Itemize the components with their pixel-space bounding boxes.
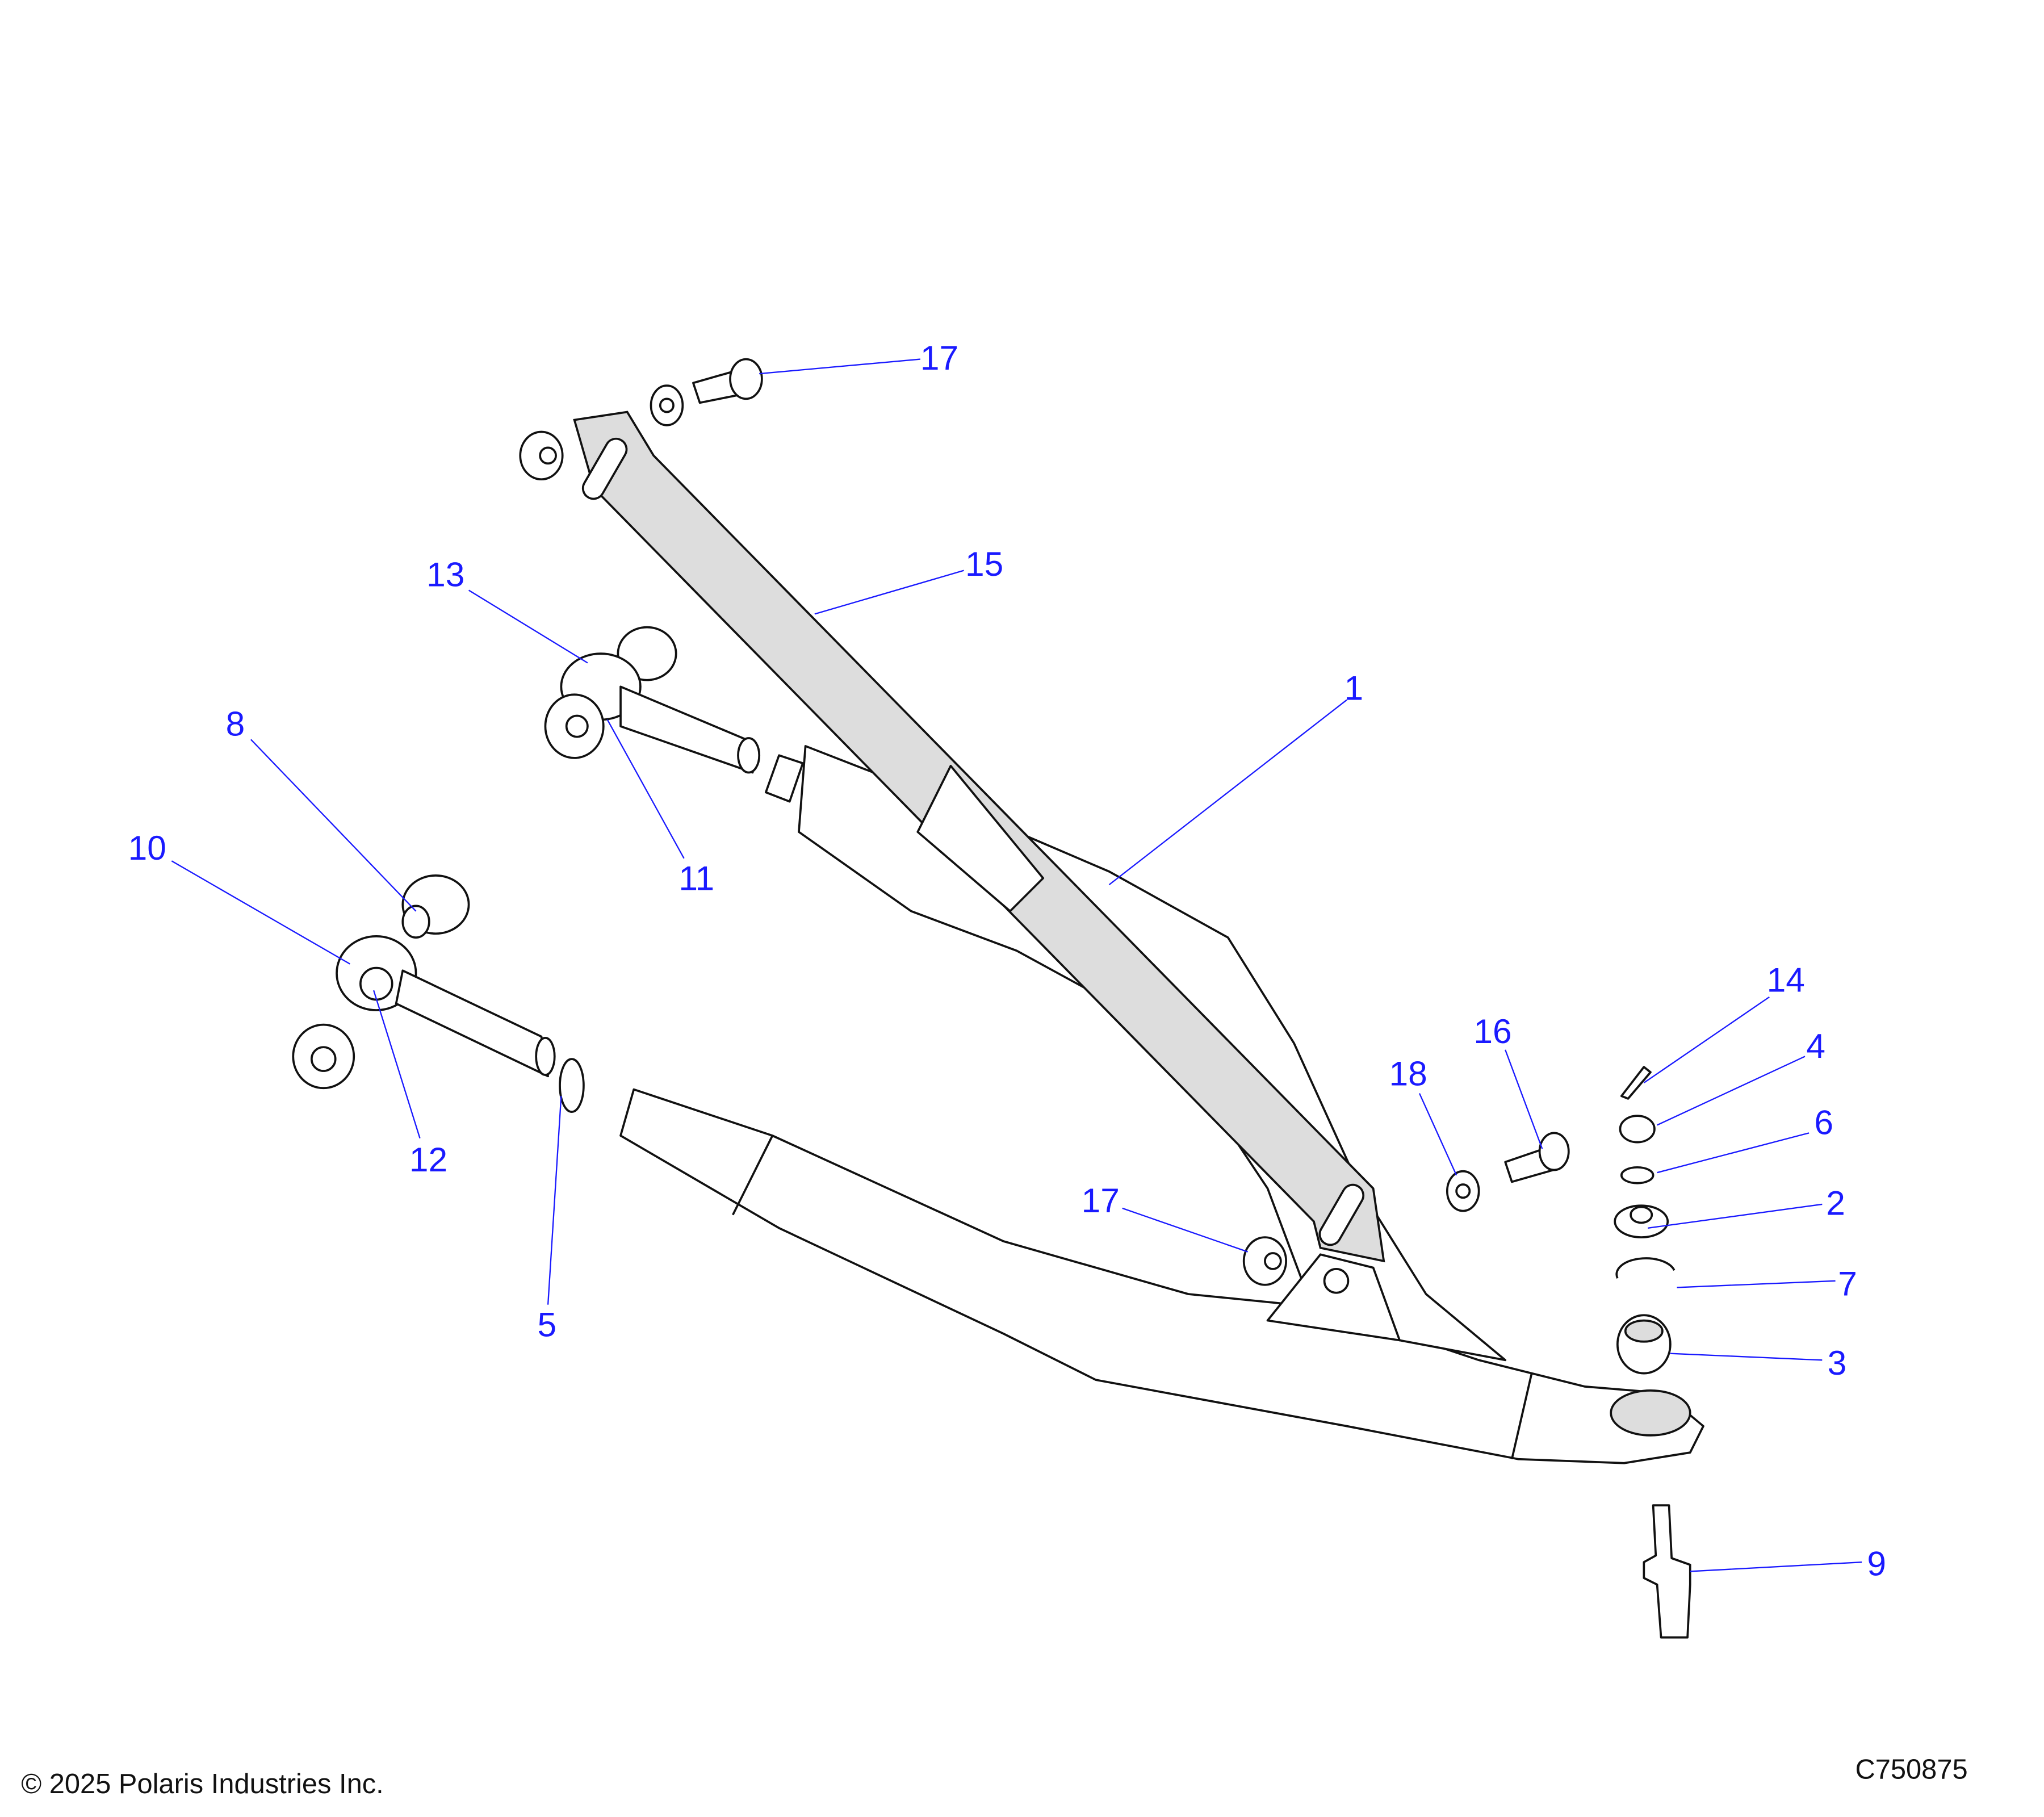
callout-1: 1 — [1344, 669, 1363, 707]
callout-16: 16 — [1473, 1012, 1511, 1050]
callout-6: 6 — [1814, 1103, 1833, 1142]
callout-leaders — [171, 358, 1862, 1572]
callout-10: 10 — [128, 828, 166, 867]
callout-labels: 17 15 13 1 8 10 11 14 4 16 6 18 12 2 17 … — [128, 338, 1886, 1582]
callout-12: 12 — [409, 1140, 447, 1179]
callout-8: 8 — [226, 704, 245, 743]
callout-17-top: 17 — [920, 338, 958, 377]
callout-17-lower: 17 — [1082, 1181, 1120, 1220]
copyright-text: © 2025 Polaris Industries Inc. — [21, 1769, 384, 1799]
hardware — [292, 358, 1691, 1639]
callout-4: 4 — [1806, 1027, 1825, 1065]
callout-13: 13 — [426, 555, 464, 594]
callout-9: 9 — [1867, 1544, 1886, 1582]
callout-7: 7 — [1838, 1264, 1857, 1303]
callout-15: 15 — [965, 545, 1003, 583]
callout-11: 11 — [678, 859, 714, 897]
callout-3: 3 — [1828, 1343, 1847, 1382]
callout-5: 5 — [538, 1305, 557, 1343]
callout-2: 2 — [1826, 1184, 1845, 1223]
a-arm — [619, 745, 1704, 1464]
strut-bar — [573, 411, 1385, 1263]
figure-id: C750875 — [1855, 1755, 1967, 1785]
callout-14: 14 — [1767, 961, 1805, 999]
callout-18: 18 — [1389, 1054, 1427, 1093]
